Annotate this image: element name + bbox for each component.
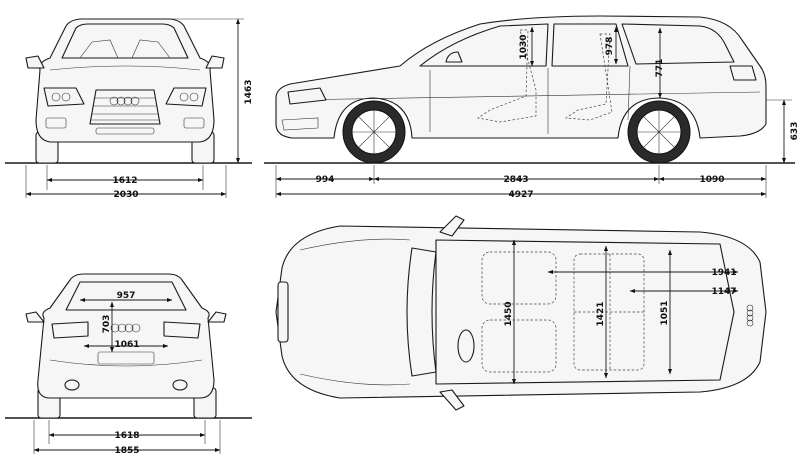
rear-overhang-label: 1090 — [699, 175, 724, 185]
front-height-label: 1463 — [244, 79, 254, 104]
front-width-label: 2030 — [113, 190, 138, 200]
top-mirror-right — [439, 389, 465, 411]
rear-opening-height-label: 703 — [102, 315, 112, 334]
side-view: 1030 978 771 633 994 2843 1090 4927 — [264, 15, 800, 200]
top-front-grille — [277, 281, 289, 343]
rear-view: 957 703 1061 1618 1855 — [5, 273, 252, 456]
top-rear-audi-rings — [746, 304, 754, 327]
cargo-width-label: 1051 — [660, 300, 670, 325]
side-mirror — [445, 51, 463, 63]
overall-length-label: 4927 — [508, 190, 533, 200]
front-headlight-right — [165, 87, 207, 107]
top-steering-wheel — [457, 329, 475, 363]
rear-opening-top-label: 957 — [117, 291, 136, 301]
front-view: 1463 1612 2030 — [5, 18, 254, 200]
cargo-length-label: 1147 — [711, 287, 736, 297]
top-windshield — [406, 247, 437, 377]
top-body — [275, 225, 767, 399]
front-mirror-left — [25, 55, 45, 69]
front-headroom-label: 1030 — [519, 34, 529, 59]
rear-headroom-label: 978 — [605, 37, 615, 56]
front-seat-left — [79, 39, 119, 59]
top-view: 1450 1421 1051 1941 1147 — [275, 215, 767, 411]
top-cabin — [435, 239, 735, 385]
rear-licence-plate — [97, 351, 155, 365]
rear-opening-bottom-label: 1061 — [114, 340, 139, 350]
front-hood-line — [49, 65, 201, 71]
cargo-height-label: 771 — [655, 59, 665, 78]
cargo-length-folded-label: 1941 — [711, 268, 736, 278]
front-windshield — [61, 23, 189, 59]
side-taillight — [729, 65, 757, 81]
rear-mirror-right — [207, 311, 227, 323]
rear-taillight-left — [51, 321, 89, 339]
side-rear-window — [551, 23, 629, 67]
top-front-seat-left — [481, 251, 557, 305]
front-audi-rings — [109, 96, 140, 106]
top-mirror-left — [439, 215, 465, 237]
side-quarter-window — [621, 23, 735, 65]
front-mirror-right — [205, 55, 225, 69]
front-grille — [89, 89, 161, 125]
rear-track-label: 1618 — [114, 431, 139, 441]
front-shoulder-width-label: 1450 — [504, 301, 514, 326]
rear-body — [37, 273, 215, 399]
sill-height-label: 633 — [790, 122, 800, 141]
rear-mirror-left — [25, 311, 45, 323]
side-front-window — [419, 23, 549, 67]
rear-width-label: 1855 — [114, 446, 139, 456]
side-headlight — [287, 87, 327, 105]
side-front-seat — [477, 29, 537, 123]
rear-exhaust-right — [172, 379, 188, 391]
front-headlight-left — [43, 87, 85, 107]
front-seat-right — [131, 39, 171, 59]
front-licence-plate — [95, 127, 155, 135]
rear-shoulder-width-label: 1421 — [596, 301, 606, 326]
wheelbase-label: 2843 — [503, 175, 528, 185]
top-front-seat-right — [481, 319, 557, 373]
rear-audi-rings — [110, 323, 141, 333]
front-body — [35, 18, 215, 143]
front-track-label: 1612 — [112, 176, 137, 186]
rear-exhaust-left — [64, 379, 80, 391]
rear-window — [65, 281, 187, 311]
side-rear-seat — [564, 33, 613, 121]
rear-taillight-right — [163, 321, 201, 339]
front-overhang-label: 994 — [316, 175, 335, 185]
